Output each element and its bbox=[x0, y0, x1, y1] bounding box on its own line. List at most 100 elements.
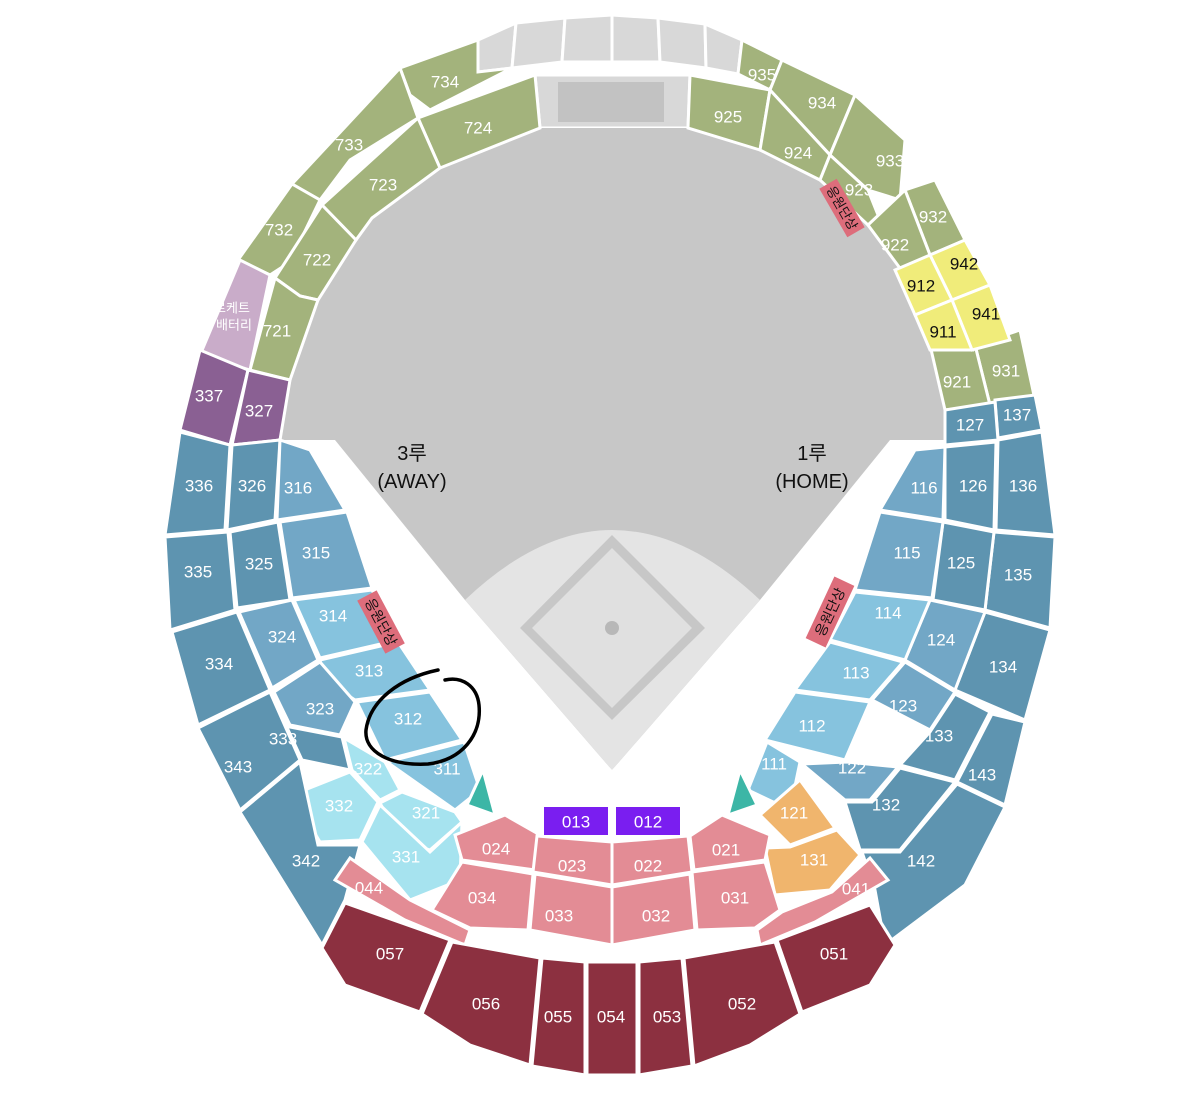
label-134: 134 bbox=[989, 658, 1017, 677]
label-335: 335 bbox=[184, 563, 212, 582]
label-312: 312 bbox=[394, 710, 422, 729]
label-333: 333 bbox=[269, 730, 297, 749]
section-132[interactable] bbox=[842, 766, 958, 852]
section-052[interactable] bbox=[682, 940, 802, 1069]
section-032[interactable] bbox=[610, 872, 697, 947]
label-933: 933 bbox=[876, 152, 904, 171]
label-051: 051 bbox=[820, 945, 848, 964]
label-112: 112 bbox=[798, 717, 825, 736]
section-053[interactable] bbox=[637, 956, 694, 1077]
hand-drawn-circle-annotation bbox=[364, 668, 481, 766]
label-034: 034 bbox=[468, 889, 496, 908]
section-123[interactable] bbox=[869, 660, 958, 732]
label-143: 143 bbox=[968, 766, 996, 785]
section-333[interactable] bbox=[270, 694, 353, 772]
section-116[interactable] bbox=[877, 445, 947, 522]
label-126: 126 bbox=[959, 477, 987, 496]
section-142[interactable] bbox=[859, 782, 1008, 948]
yellow-sections bbox=[893, 238, 1012, 352]
section-056[interactable] bbox=[420, 940, 542, 1068]
label-052: 052 bbox=[728, 995, 756, 1014]
label-125: 125 bbox=[947, 554, 975, 573]
rocket-battery-label: 로케트 배터리 bbox=[214, 301, 252, 333]
playing-field bbox=[280, 128, 945, 770]
label-123: 123 bbox=[889, 697, 917, 716]
section-133[interactable] bbox=[897, 692, 993, 782]
label-012: 012 bbox=[634, 813, 662, 832]
label-133: 133 bbox=[925, 727, 953, 746]
section-054[interactable] bbox=[585, 960, 639, 1077]
label-137: 137 bbox=[1003, 406, 1031, 425]
label-925: 925 bbox=[714, 108, 742, 127]
label-324: 324 bbox=[268, 628, 296, 647]
section-third-dugout[interactable] bbox=[464, 765, 498, 818]
label-124: 124 bbox=[927, 631, 955, 650]
label-127: 127 bbox=[956, 416, 984, 435]
label-343: 343 bbox=[224, 758, 252, 777]
label-721: 721 bbox=[263, 322, 291, 341]
third-base-label: 3루 (AWAY) bbox=[377, 443, 446, 493]
label-315: 315 bbox=[302, 544, 330, 563]
upper-gray-deck bbox=[476, 13, 744, 130]
first-base-sections bbox=[725, 393, 1057, 948]
label-337: 337 bbox=[195, 387, 223, 406]
section-115[interactable] bbox=[853, 510, 945, 600]
section-034[interactable] bbox=[429, 860, 535, 932]
section-324[interactable] bbox=[236, 598, 320, 691]
section-933[interactable] bbox=[828, 92, 907, 202]
label-122: 122 bbox=[838, 759, 866, 778]
label-136: 136 bbox=[1009, 477, 1037, 496]
third-base-sections bbox=[163, 430, 498, 949]
section-322[interactable] bbox=[341, 734, 403, 802]
svg-text:로케트: 로케트 bbox=[214, 301, 250, 316]
label-032: 032 bbox=[642, 907, 670, 926]
label-111: 111 bbox=[761, 755, 787, 774]
svg-text:배터리: 배터리 bbox=[216, 318, 252, 333]
section-114[interactable] bbox=[827, 590, 933, 662]
label-115: 115 bbox=[893, 544, 920, 563]
section-031[interactable] bbox=[690, 860, 782, 932]
section-323[interactable] bbox=[272, 660, 357, 737]
section-336[interactable] bbox=[163, 430, 232, 537]
section-143[interactable] bbox=[954, 712, 1027, 808]
section-342[interactable] bbox=[238, 759, 362, 949]
section-051[interactable] bbox=[775, 903, 897, 1014]
label-723: 723 bbox=[369, 176, 397, 195]
section-136[interactable] bbox=[994, 430, 1057, 537]
section-112[interactable] bbox=[762, 690, 873, 762]
section-122[interactable] bbox=[798, 760, 901, 802]
section-first-dugout[interactable] bbox=[725, 765, 760, 818]
label-322: 322 bbox=[354, 760, 382, 779]
label-132: 132 bbox=[872, 796, 900, 815]
section-021[interactable] bbox=[688, 813, 772, 872]
label-722: 722 bbox=[303, 251, 331, 270]
section-316[interactable] bbox=[275, 437, 348, 522]
label-024: 024 bbox=[482, 840, 510, 859]
section-012[interactable] bbox=[614, 805, 682, 837]
label-013: 013 bbox=[562, 813, 590, 832]
section-325[interactable] bbox=[228, 520, 292, 610]
label-054: 054 bbox=[597, 1008, 625, 1027]
section-041[interactable] bbox=[755, 855, 891, 948]
lower-maroon-sections bbox=[320, 901, 897, 1077]
label-921: 921 bbox=[943, 373, 971, 392]
section-013[interactable] bbox=[542, 805, 610, 837]
section-312[interactable] bbox=[354, 690, 465, 762]
section-343[interactable] bbox=[195, 689, 302, 813]
label-935: 935 bbox=[748, 66, 776, 85]
label-135: 135 bbox=[1004, 566, 1032, 585]
section-315[interactable] bbox=[278, 510, 374, 600]
label-022: 022 bbox=[634, 857, 662, 876]
section-044[interactable] bbox=[332, 855, 472, 948]
label-021: 021 bbox=[712, 841, 740, 860]
section-113[interactable] bbox=[792, 640, 906, 702]
label-924: 924 bbox=[784, 144, 812, 163]
section-055[interactable] bbox=[530, 956, 587, 1077]
section-057[interactable] bbox=[320, 901, 452, 1014]
section-911[interactable] bbox=[913, 298, 975, 352]
section-334[interactable] bbox=[170, 610, 272, 728]
label-734: 734 bbox=[431, 73, 459, 92]
section-121[interactable] bbox=[757, 777, 838, 847]
label-732: 732 bbox=[265, 221, 293, 240]
section-335[interactable] bbox=[163, 530, 237, 632]
